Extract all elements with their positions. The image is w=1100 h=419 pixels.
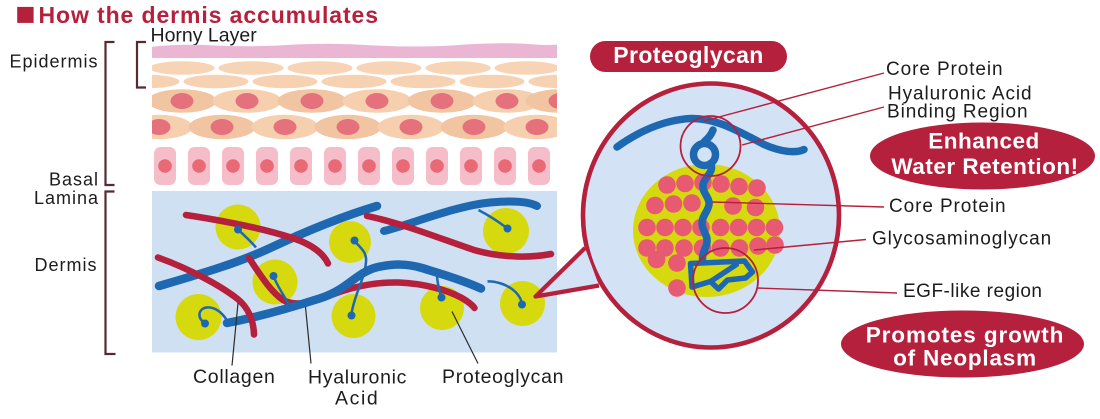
svg-text:Core Protein: Core Protein — [886, 59, 1003, 80]
svg-text:Water Retention!: Water Retention! — [891, 154, 1078, 179]
svg-text:Binding Region: Binding Region — [887, 102, 1028, 123]
svg-text:Basal: Basal — [49, 170, 99, 190]
svg-text:Epidermis: Epidermis — [10, 52, 99, 72]
svg-text:Glycosaminoglycan: Glycosaminoglycan — [872, 229, 1052, 250]
svg-text:Hyaluronic: Hyaluronic — [308, 367, 407, 389]
svg-text:Horny Layer: Horny Layer — [151, 25, 258, 47]
svg-text:Proteoglycan: Proteoglycan — [613, 42, 764, 68]
svg-text:Collagen: Collagen — [193, 366, 276, 388]
svg-text:Acid: Acid — [335, 388, 379, 410]
svg-text:Enhanced: Enhanced — [928, 129, 1040, 154]
svg-text:EGF-like region: EGF-like region — [903, 281, 1043, 302]
svg-text:Core Protein: Core Protein — [889, 196, 1006, 217]
svg-text:Hyaluronic Acid: Hyaluronic Acid — [888, 84, 1032, 105]
svg-text:How the dermis accumulates: How the dermis accumulates — [39, 2, 379, 28]
svg-text:Proteoglycan: Proteoglycan — [442, 366, 564, 388]
svg-text:of Neoplasm: of Neoplasm — [893, 346, 1037, 371]
svg-text:Lamina: Lamina — [34, 188, 99, 208]
svg-text:Promotes growth: Promotes growth — [866, 323, 1065, 348]
svg-text:Dermis: Dermis — [35, 255, 98, 275]
